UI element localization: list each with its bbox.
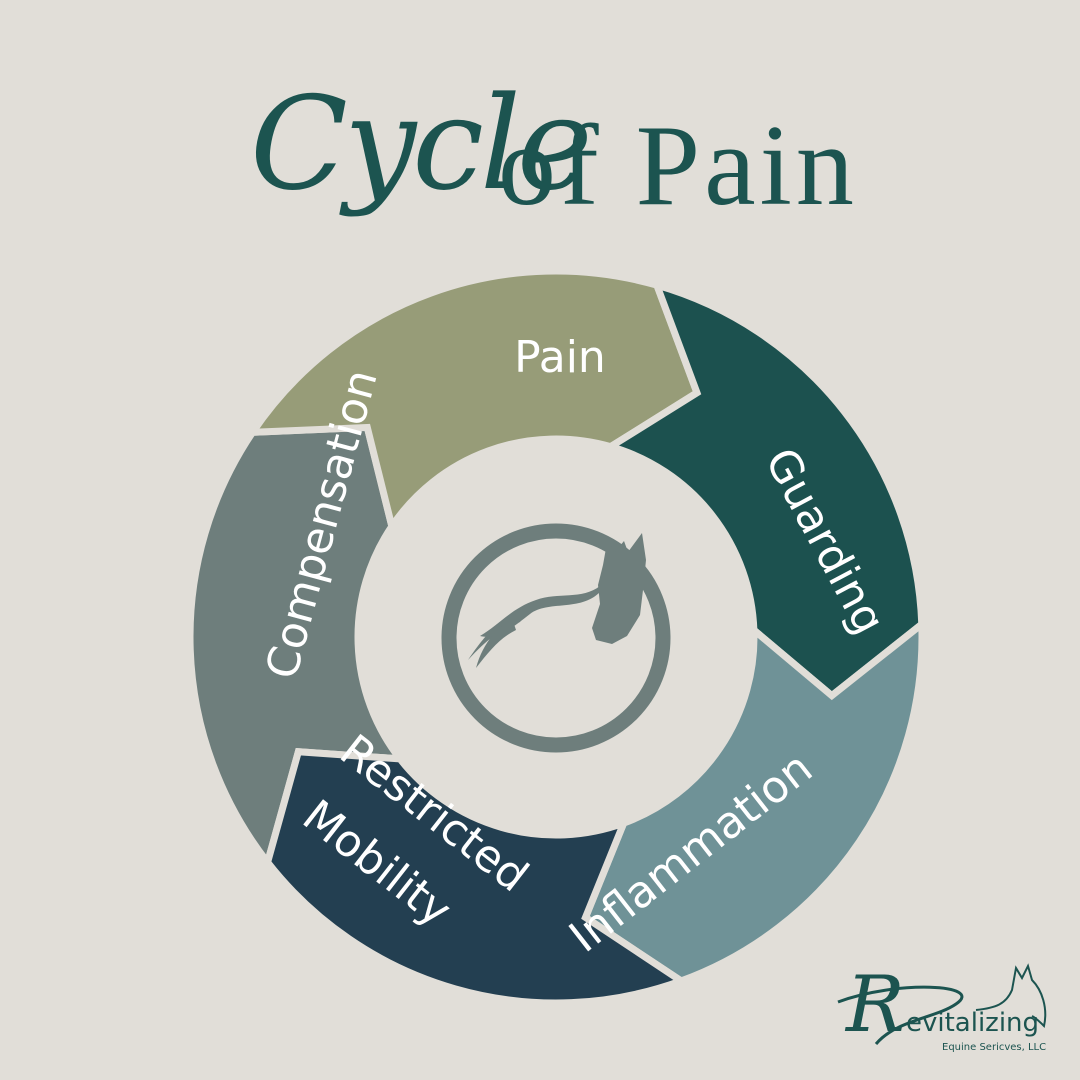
horse-head-circle-icon	[441, 523, 671, 753]
page-title: Cycle of Pain	[0, 40, 1080, 260]
segment-compensation	[263, 748, 689, 1007]
title-script-word: Cycle	[250, 70, 593, 219]
brand-initial: R	[846, 960, 905, 1050]
segment-inflammation	[602, 279, 926, 701]
brand-logo: R evitalizing Equine Sericves, LLC	[836, 960, 1056, 1060]
label-pain: Pain	[514, 332, 606, 383]
horse-head-outline-icon	[837, 963, 1047, 1045]
segment-restricted-mobility	[581, 617, 926, 985]
brand-tagline: Equine Sericves, LLC	[942, 1042, 1047, 1053]
segment-guarding	[245, 267, 702, 535]
brand-name: evitalizing	[906, 1008, 1040, 1038]
title-serif-words: of Pain	[498, 102, 858, 230]
